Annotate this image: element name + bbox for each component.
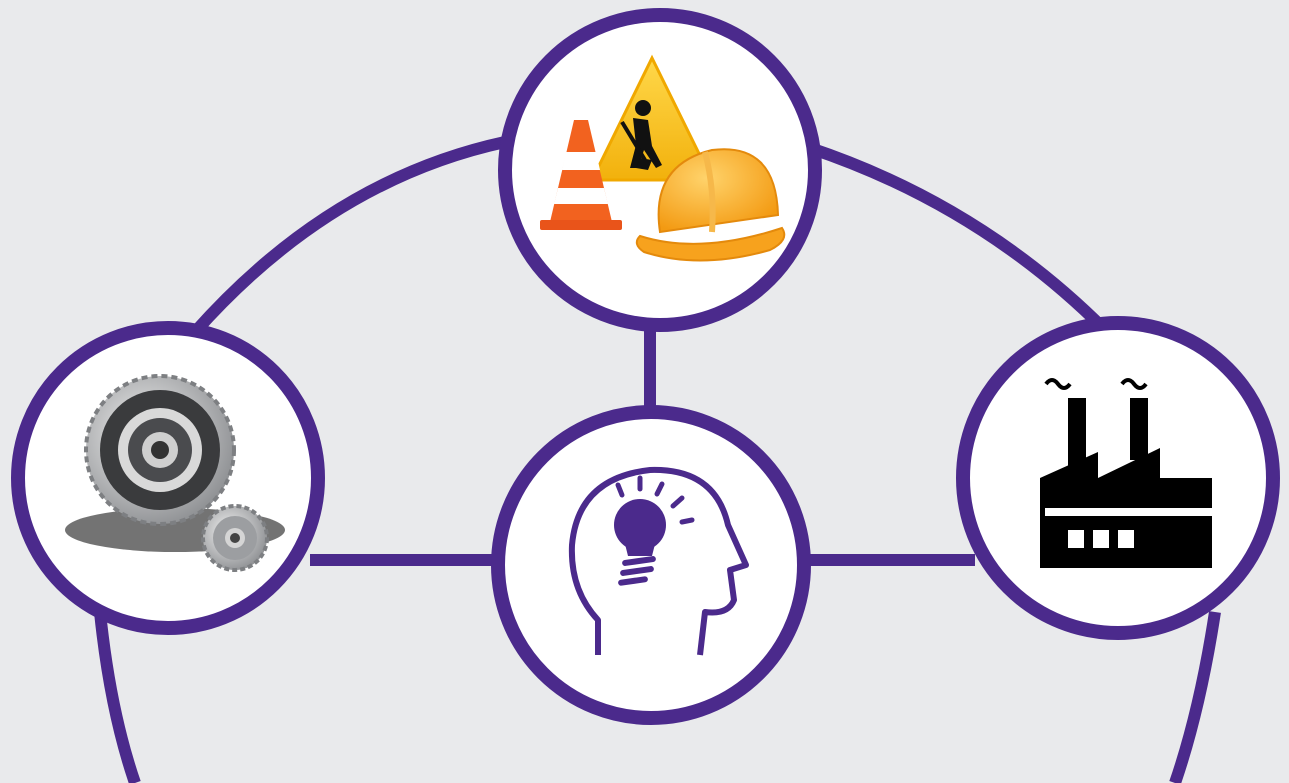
- construction-icon: [540, 54, 786, 262]
- arc-top-right: [808, 142, 1110, 335]
- arc-left-down: [94, 611, 141, 783]
- arc-left-top: [190, 136, 507, 336]
- arc-right-down: [1169, 611, 1221, 783]
- factory-icon: [1040, 378, 1212, 568]
- head-lightbulb-icon: [568, 466, 749, 656]
- gears-icon: [65, 374, 285, 572]
- connector-lines: [94, 136, 1221, 783]
